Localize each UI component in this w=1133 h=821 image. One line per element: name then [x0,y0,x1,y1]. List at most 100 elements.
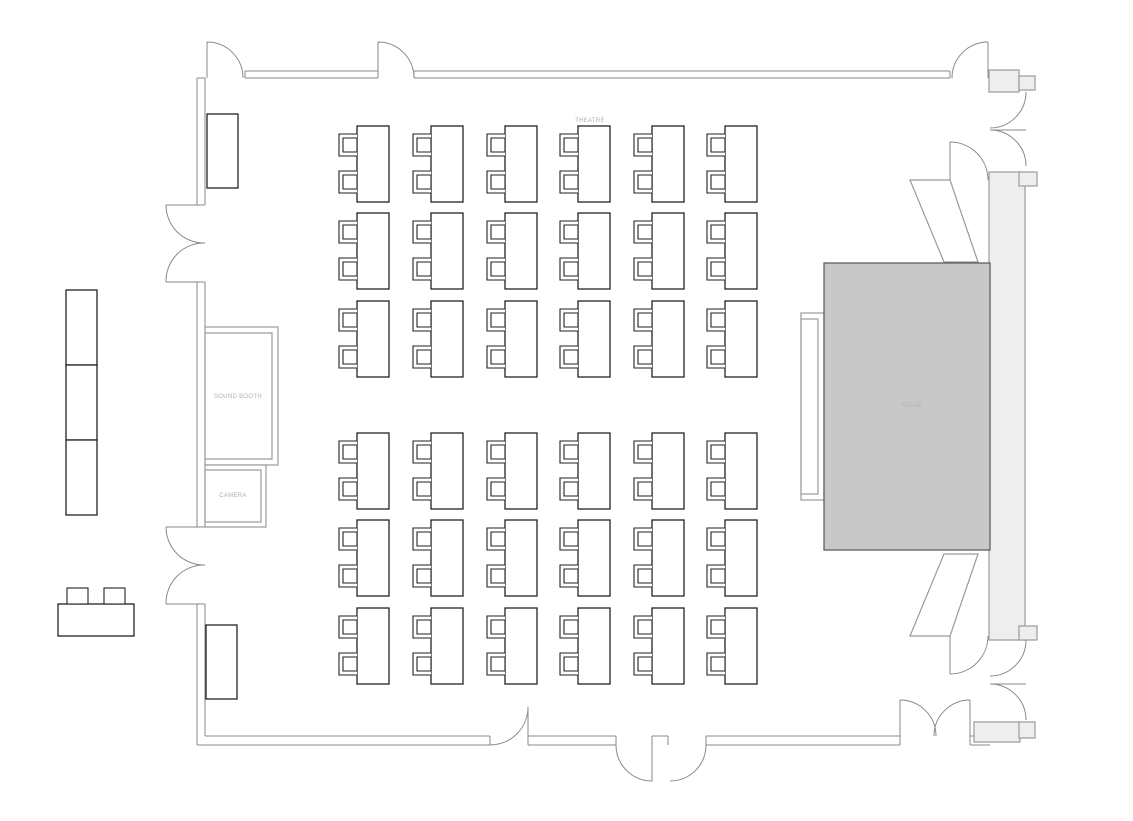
chair [706,652,726,676]
desk-station [633,300,685,378]
desk [651,125,685,203]
desk [651,432,685,510]
chair [412,564,432,588]
chair [486,308,506,332]
sound-booth: SOUND BOOTH [204,326,279,466]
desk-station [412,300,464,378]
desk [577,432,611,510]
desk-station [338,432,390,510]
stage-label: STAGE [901,403,922,409]
chair [633,527,653,551]
chair [559,615,579,639]
chair [486,477,506,501]
chair [559,345,579,369]
desk-station [412,125,464,203]
desk-station [486,432,538,510]
desk-station [412,212,464,290]
chair [486,345,506,369]
desk [724,519,758,597]
chair [559,220,579,244]
chair [486,615,506,639]
chair [412,440,432,464]
chair [633,220,653,244]
desk-station [559,607,611,685]
desk [651,607,685,685]
desk [504,519,538,597]
sound-booth-label: SOUND BOOTH [214,394,262,400]
desk-station [633,212,685,290]
desk [430,125,464,203]
desk [651,300,685,378]
desk [356,125,390,203]
chair [412,170,432,194]
chair [338,133,358,157]
chair [486,257,506,281]
desk [430,300,464,378]
desk-station [338,519,390,597]
desk-station [338,300,390,378]
desk [577,212,611,290]
desk-station [486,607,538,685]
chair [412,257,432,281]
chair [412,615,432,639]
chair [706,564,726,588]
chair [559,440,579,464]
desk [356,432,390,510]
chair [706,345,726,369]
chair [412,345,432,369]
desk [504,607,538,685]
desk [724,125,758,203]
chair [706,477,726,501]
chair [338,308,358,332]
desk-station [559,212,611,290]
desk [577,519,611,597]
side-table-top [206,113,239,189]
desk-station [559,300,611,378]
chair [706,615,726,639]
desk-station [486,212,538,290]
desk [356,212,390,290]
doors [165,41,1027,782]
desk [356,519,390,597]
chair [706,440,726,464]
chair [706,220,726,244]
chair [338,440,358,464]
chair [633,652,653,676]
desk-station [633,519,685,597]
exterior-tables [65,289,98,516]
desk-station [706,125,758,203]
chair [486,220,506,244]
desk-station [338,125,390,203]
desk-station [559,125,611,203]
stage: STAGE [800,262,991,551]
chair [633,477,653,501]
desk [430,607,464,685]
chair [559,308,579,332]
chair [486,133,506,157]
chair [706,527,726,551]
chair [633,440,653,464]
desk [724,432,758,510]
chair [706,133,726,157]
chair [338,615,358,639]
desk [504,212,538,290]
desk-station [486,300,538,378]
desk [577,300,611,378]
camera-platform: CAMERA [204,464,267,528]
registration-table [57,587,135,637]
chair [412,220,432,244]
desk [356,607,390,685]
chair [338,345,358,369]
seating-area [338,125,758,685]
camera-label: CAMERA [219,493,246,499]
chair [706,308,726,332]
chair [338,257,358,281]
chair [412,527,432,551]
chair [559,170,579,194]
desk [504,432,538,510]
desk [577,125,611,203]
chair [338,652,358,676]
desk [651,519,685,597]
desk-station [338,212,390,290]
